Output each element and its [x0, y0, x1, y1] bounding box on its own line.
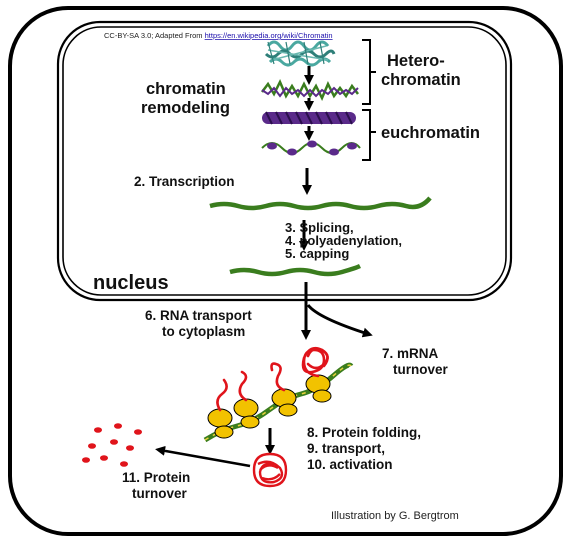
source-link[interactable]: https://en.wikipedia.org/wiki/Chromatin	[205, 31, 333, 40]
primary-transcript-icon	[209, 196, 432, 211]
splicing-label-line1: 3. Splicing,	[285, 220, 354, 235]
transcription-label: 2. Transcription	[134, 174, 235, 189]
nascent-protein-icon	[216, 346, 329, 412]
splicing-label-line3: 5. capping	[285, 246, 349, 261]
chromatin-remodeling-label-line2: remodeling	[141, 99, 230, 117]
polysome-mrna-highlight	[204, 364, 352, 441]
beads-on-string-icon	[261, 140, 361, 156]
ribosome-icon	[207, 374, 332, 439]
chromatin-ribbon-icon	[262, 111, 356, 125]
heterochromatin-label-line1: Hetero-	[387, 52, 445, 70]
mrna-turnover-label-line2: turnover	[393, 362, 449, 377]
euchromatin-label: euchromatin	[381, 124, 480, 142]
source-credit: CC-BY-SA 3.0; Adapted From https://en.wi…	[104, 31, 333, 40]
credit-prefix: CC-BY-SA 3.0; Adapted From	[104, 31, 205, 40]
illustration-credit: Illustration by G. Bergtrom	[331, 510, 459, 522]
mature-mrna-icon	[229, 263, 362, 277]
heterochromatin-bracket	[362, 39, 376, 105]
folded-protein-icon	[252, 452, 288, 488]
protein-folding-label-line1: 8. Protein folding,	[307, 425, 421, 440]
heterochromatin-label-line2: chromatin	[381, 71, 461, 89]
rna-transport-label-line2: to cytoplasm	[162, 324, 245, 339]
mrna-turnover-label-line1: 7. mRNA	[382, 346, 439, 361]
nucleus-outline-outer	[56, 20, 513, 302]
euchromatin-bracket	[362, 109, 376, 161]
cell-outline	[8, 6, 563, 536]
nucleus-label: nucleus	[93, 272, 169, 294]
protein-turnover-arrow	[155, 445, 251, 468]
protein-turnover-label-line2: turnover	[132, 486, 188, 501]
nucleus-outline-inner	[62, 26, 507, 296]
protein-turnover-label-line1: 11. Protein	[122, 470, 190, 485]
chromatin-remodeling-label-line1: chromatin	[146, 80, 226, 98]
chromatin-fiber-zigzag-icon	[261, 79, 359, 101]
rna-transport-label-line1: 6. RNA transport	[145, 308, 252, 323]
protein-folding-label-line2: 9. transport,	[307, 441, 385, 456]
mrna-turnover-arrow	[306, 304, 373, 338]
splicing-label-line2: 4. polyadenylation,	[285, 233, 402, 248]
protein-fragments-icon	[82, 423, 142, 467]
protein-folding-label-line3: 10. activation	[307, 457, 393, 472]
heterochromatin-fiber-icon	[264, 40, 336, 67]
